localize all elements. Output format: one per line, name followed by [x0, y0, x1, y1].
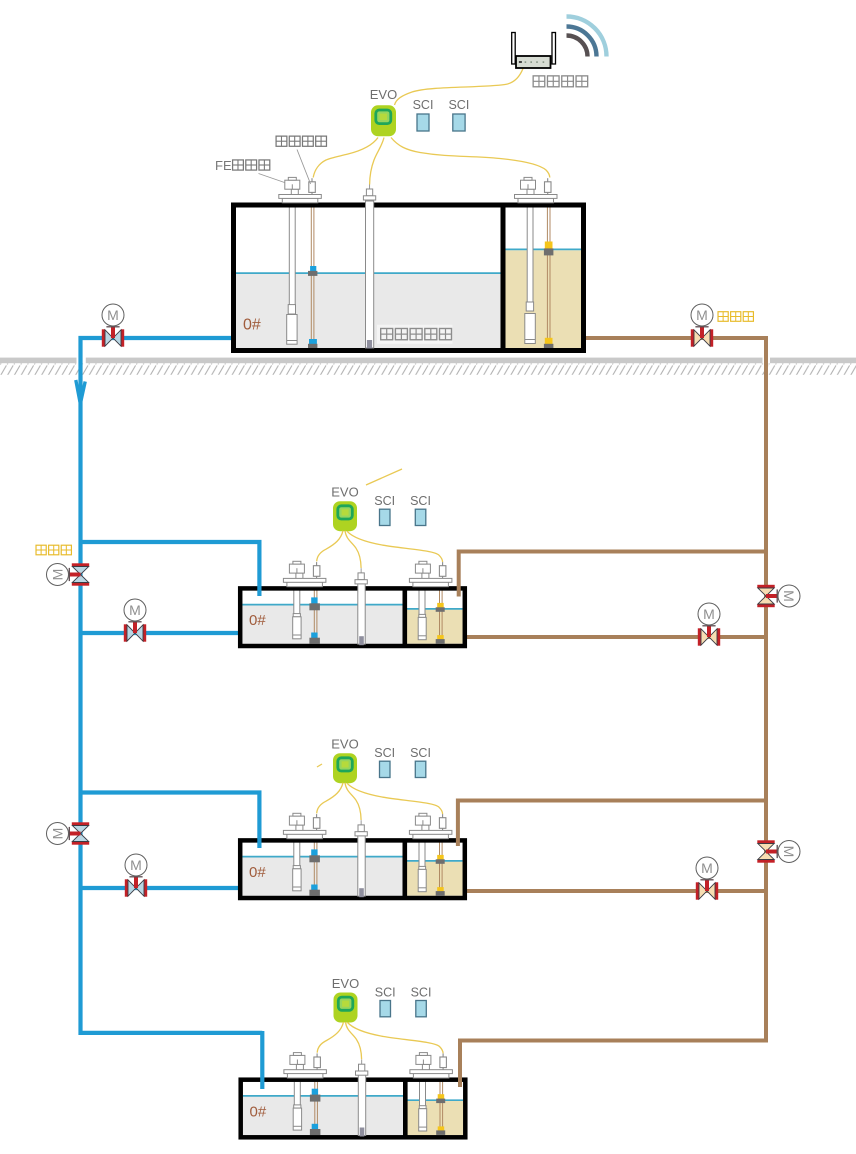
svg-text:SCI: SCI — [413, 98, 434, 112]
svg-text:EVO: EVO — [370, 87, 397, 102]
svg-text:FE: FE — [215, 158, 232, 173]
svg-text:0#: 0# — [243, 317, 261, 334]
svg-text:SCI: SCI — [448, 98, 469, 112]
